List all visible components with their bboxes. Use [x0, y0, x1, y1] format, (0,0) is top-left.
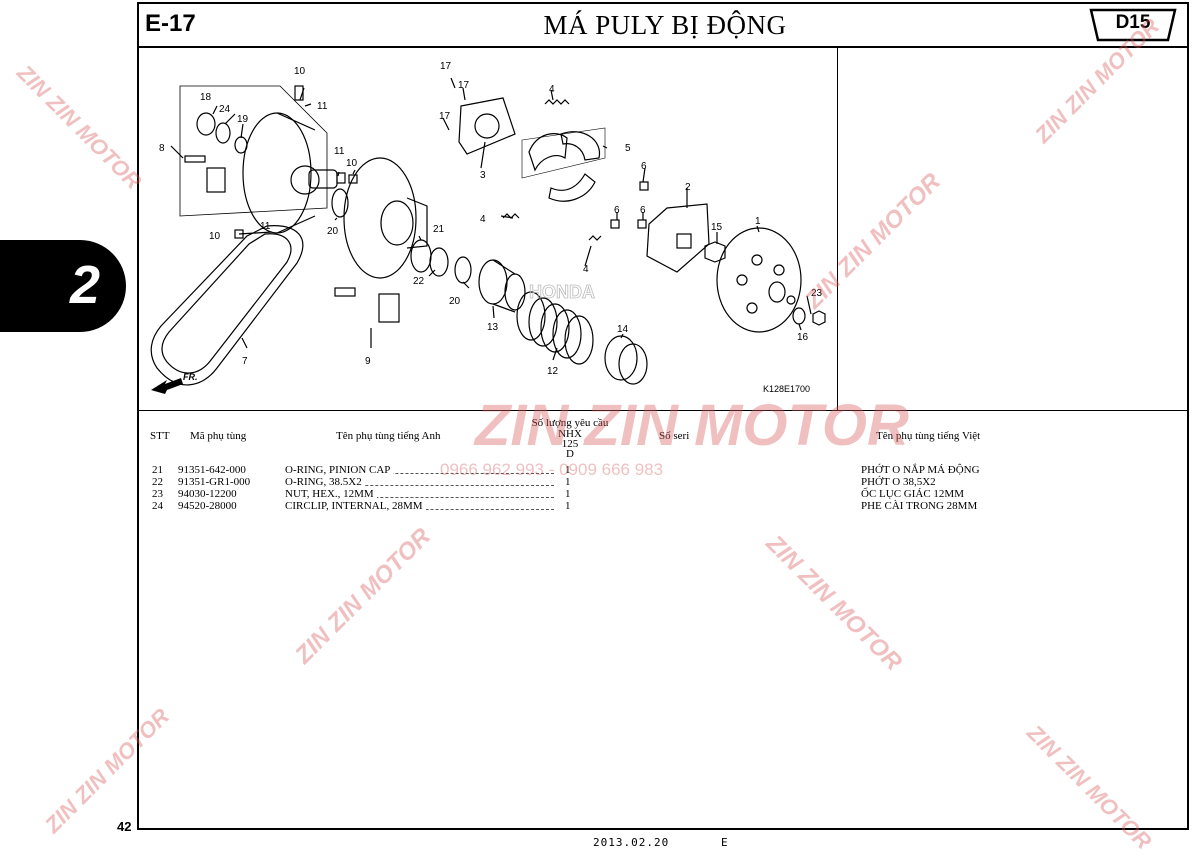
svg-text:10: 10 [209, 231, 221, 242]
col-header-qty-cc: 125 [561, 438, 579, 450]
col-header-qty-title: Số lượng yêu cầu [531, 417, 609, 429]
diagram-code: K128E1700 [763, 384, 811, 394]
page-code: E-17 [145, 10, 196, 37]
row-2-name-en: O-RING, 38.5X2 [285, 476, 365, 488]
col-header-name-vi: Tên phụ tùng tiếng Việt [876, 430, 981, 442]
row-3-part-no: 94030-12200 [178, 488, 237, 500]
row-4-qty: 1 [565, 500, 571, 512]
svg-text:17: 17 [440, 61, 452, 72]
svg-text:4: 4 [549, 84, 555, 95]
svg-text:4: 4 [480, 214, 486, 225]
svg-text:17: 17 [458, 80, 470, 91]
svg-text:7: 7 [242, 356, 248, 367]
svg-text:20: 20 [449, 296, 461, 307]
footer-letter: E [721, 836, 728, 849]
header-divider [137, 46, 1189, 48]
col-header-qty-model: NHX [558, 428, 582, 440]
row-3-stt: 23 [152, 488, 163, 500]
svg-text:20: 20 [327, 226, 339, 237]
watermark-brand-center: ZIN ZIN MOTOR [475, 393, 909, 458]
svg-text:6: 6 [640, 205, 646, 216]
row-1-name-en: O-RING, PINION CAP [285, 464, 394, 476]
row-3-qty: 1 [565, 488, 571, 500]
svg-text:13: 13 [487, 322, 499, 333]
svg-text:6: 6 [641, 161, 647, 172]
brand-watermark: HONDA [529, 282, 595, 302]
row-2-stt: 22 [152, 476, 163, 488]
front-direction-arrow: FR. [151, 372, 198, 394]
row-1-leader [290, 473, 554, 474]
svg-text:23: 23 [811, 288, 823, 299]
row-4-name-vi: PHE CÀI TRONG 28MM [861, 500, 978, 512]
svg-text:17: 17 [439, 111, 451, 122]
section-number: 2 [70, 255, 101, 315]
page-frame [137, 2, 1189, 830]
table-divider [137, 410, 1189, 411]
model-badge-shape [1089, 8, 1177, 42]
row-2-name-vi: PHỚT O 38,5X2 [861, 476, 936, 488]
footer-date: 2013.02.20 [593, 836, 670, 849]
svg-text:4: 4 [583, 264, 589, 275]
svg-text:15: 15 [711, 222, 723, 233]
svg-text:11: 11 [334, 146, 345, 157]
svg-text:14: 14 [617, 324, 629, 335]
col-header-serial: Số seri [659, 430, 690, 442]
svg-text:11: 11 [317, 101, 328, 112]
col-header-part-no: Mã phụ tùng [190, 430, 247, 442]
svg-text:6: 6 [614, 205, 620, 216]
row-2-part-no: 91351-GR1-000 [178, 476, 251, 488]
svg-text:8: 8 [159, 143, 165, 154]
row-1-stt: 21 [152, 464, 163, 476]
row-4-name-en: CIRCLIP, INTERNAL, 28MM [285, 500, 426, 512]
row-2-leader [290, 485, 554, 486]
col-header-qty-type: D [566, 448, 574, 460]
svg-text:9: 9 [365, 356, 371, 367]
svg-text:19: 19 [237, 114, 249, 125]
svg-text:5: 5 [625, 143, 631, 154]
svg-text:24: 24 [219, 104, 231, 115]
direction-label: FR. [183, 372, 198, 382]
svg-text:16: 16 [797, 332, 809, 343]
page-title: MÁ PULY BỊ ĐỘNG [543, 10, 787, 40]
section-tab [0, 240, 126, 332]
row-3-name-vi: ỐC LỤC GIÁC 12MM [861, 488, 964, 500]
svg-text:10: 10 [294, 66, 306, 77]
svg-text:11: 11 [260, 221, 271, 232]
page-number: 42 [117, 819, 132, 834]
row-1-name-vi: PHỚT O NẮP MÁ ĐỘNG [861, 464, 980, 476]
svg-text:3: 3 [480, 170, 486, 181]
svg-text:18: 18 [200, 92, 212, 103]
watermark-phone-center: 0966 962 993 - 0909 666 983 [440, 460, 664, 479]
row-3-leader [290, 497, 554, 498]
svg-text:1: 1 [755, 216, 761, 227]
svg-text:2: 2 [685, 182, 691, 193]
model-badge: D15 [1115, 12, 1151, 33]
row-4-stt: 24 [152, 500, 163, 512]
row-3-name-en: NUT, HEX., 12MM [285, 488, 377, 500]
row-1-part-no: 91351-642-000 [178, 464, 246, 476]
svg-text:22: 22 [413, 276, 425, 287]
row-2-qty: 1 [565, 476, 571, 488]
col-header-stt: STT [150, 430, 170, 442]
exploded-diagram-panel [137, 48, 838, 410]
watermark-brand-top-left: ZIN ZIN MOTOR [12, 60, 147, 195]
row-1-qty: 1 [565, 464, 571, 476]
svg-text:10: 10 [346, 158, 358, 169]
row-4-part-no: 94520-28000 [178, 500, 237, 512]
svg-text:12: 12 [547, 366, 559, 377]
svg-text:21: 21 [433, 224, 445, 235]
col-header-name-en: Tên phụ tùng tiếng Anh [336, 430, 441, 442]
